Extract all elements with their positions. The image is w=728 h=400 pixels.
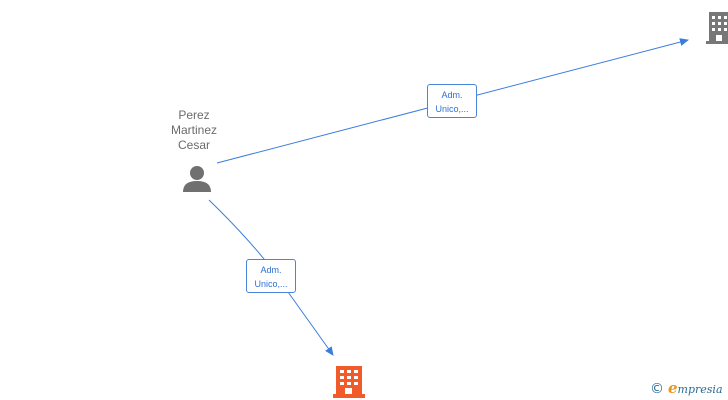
- brand-initial: e: [668, 379, 678, 397]
- person-name-line: Perez: [178, 108, 210, 122]
- person-name-line: Martinez: [170, 123, 217, 137]
- edge-label-line: Adm.: [441, 90, 463, 100]
- edge-label-line: Unico,...: [435, 104, 469, 114]
- empresia-watermark: ©empresia: [650, 379, 723, 399]
- edge-label-top-right[interactable]: Adm. Unico,...: [427, 84, 477, 118]
- edge-label-line: Unico,...: [254, 279, 288, 289]
- edge-label-bottom[interactable]: Adm. Unico,...: [246, 259, 296, 293]
- person-name-label[interactable]: Perez Martinez Cesar: [160, 108, 228, 153]
- edge-label-line: Adm.: [260, 265, 282, 275]
- person-name-line: Cesar: [177, 138, 210, 152]
- copyright-symbol: ©: [650, 381, 664, 397]
- company-bottom-building-icon[interactable]: [333, 366, 365, 398]
- person-icon[interactable]: [183, 166, 211, 192]
- brand-name: mpresia: [677, 383, 723, 396]
- company-top-right-building-icon[interactable]: [706, 12, 728, 44]
